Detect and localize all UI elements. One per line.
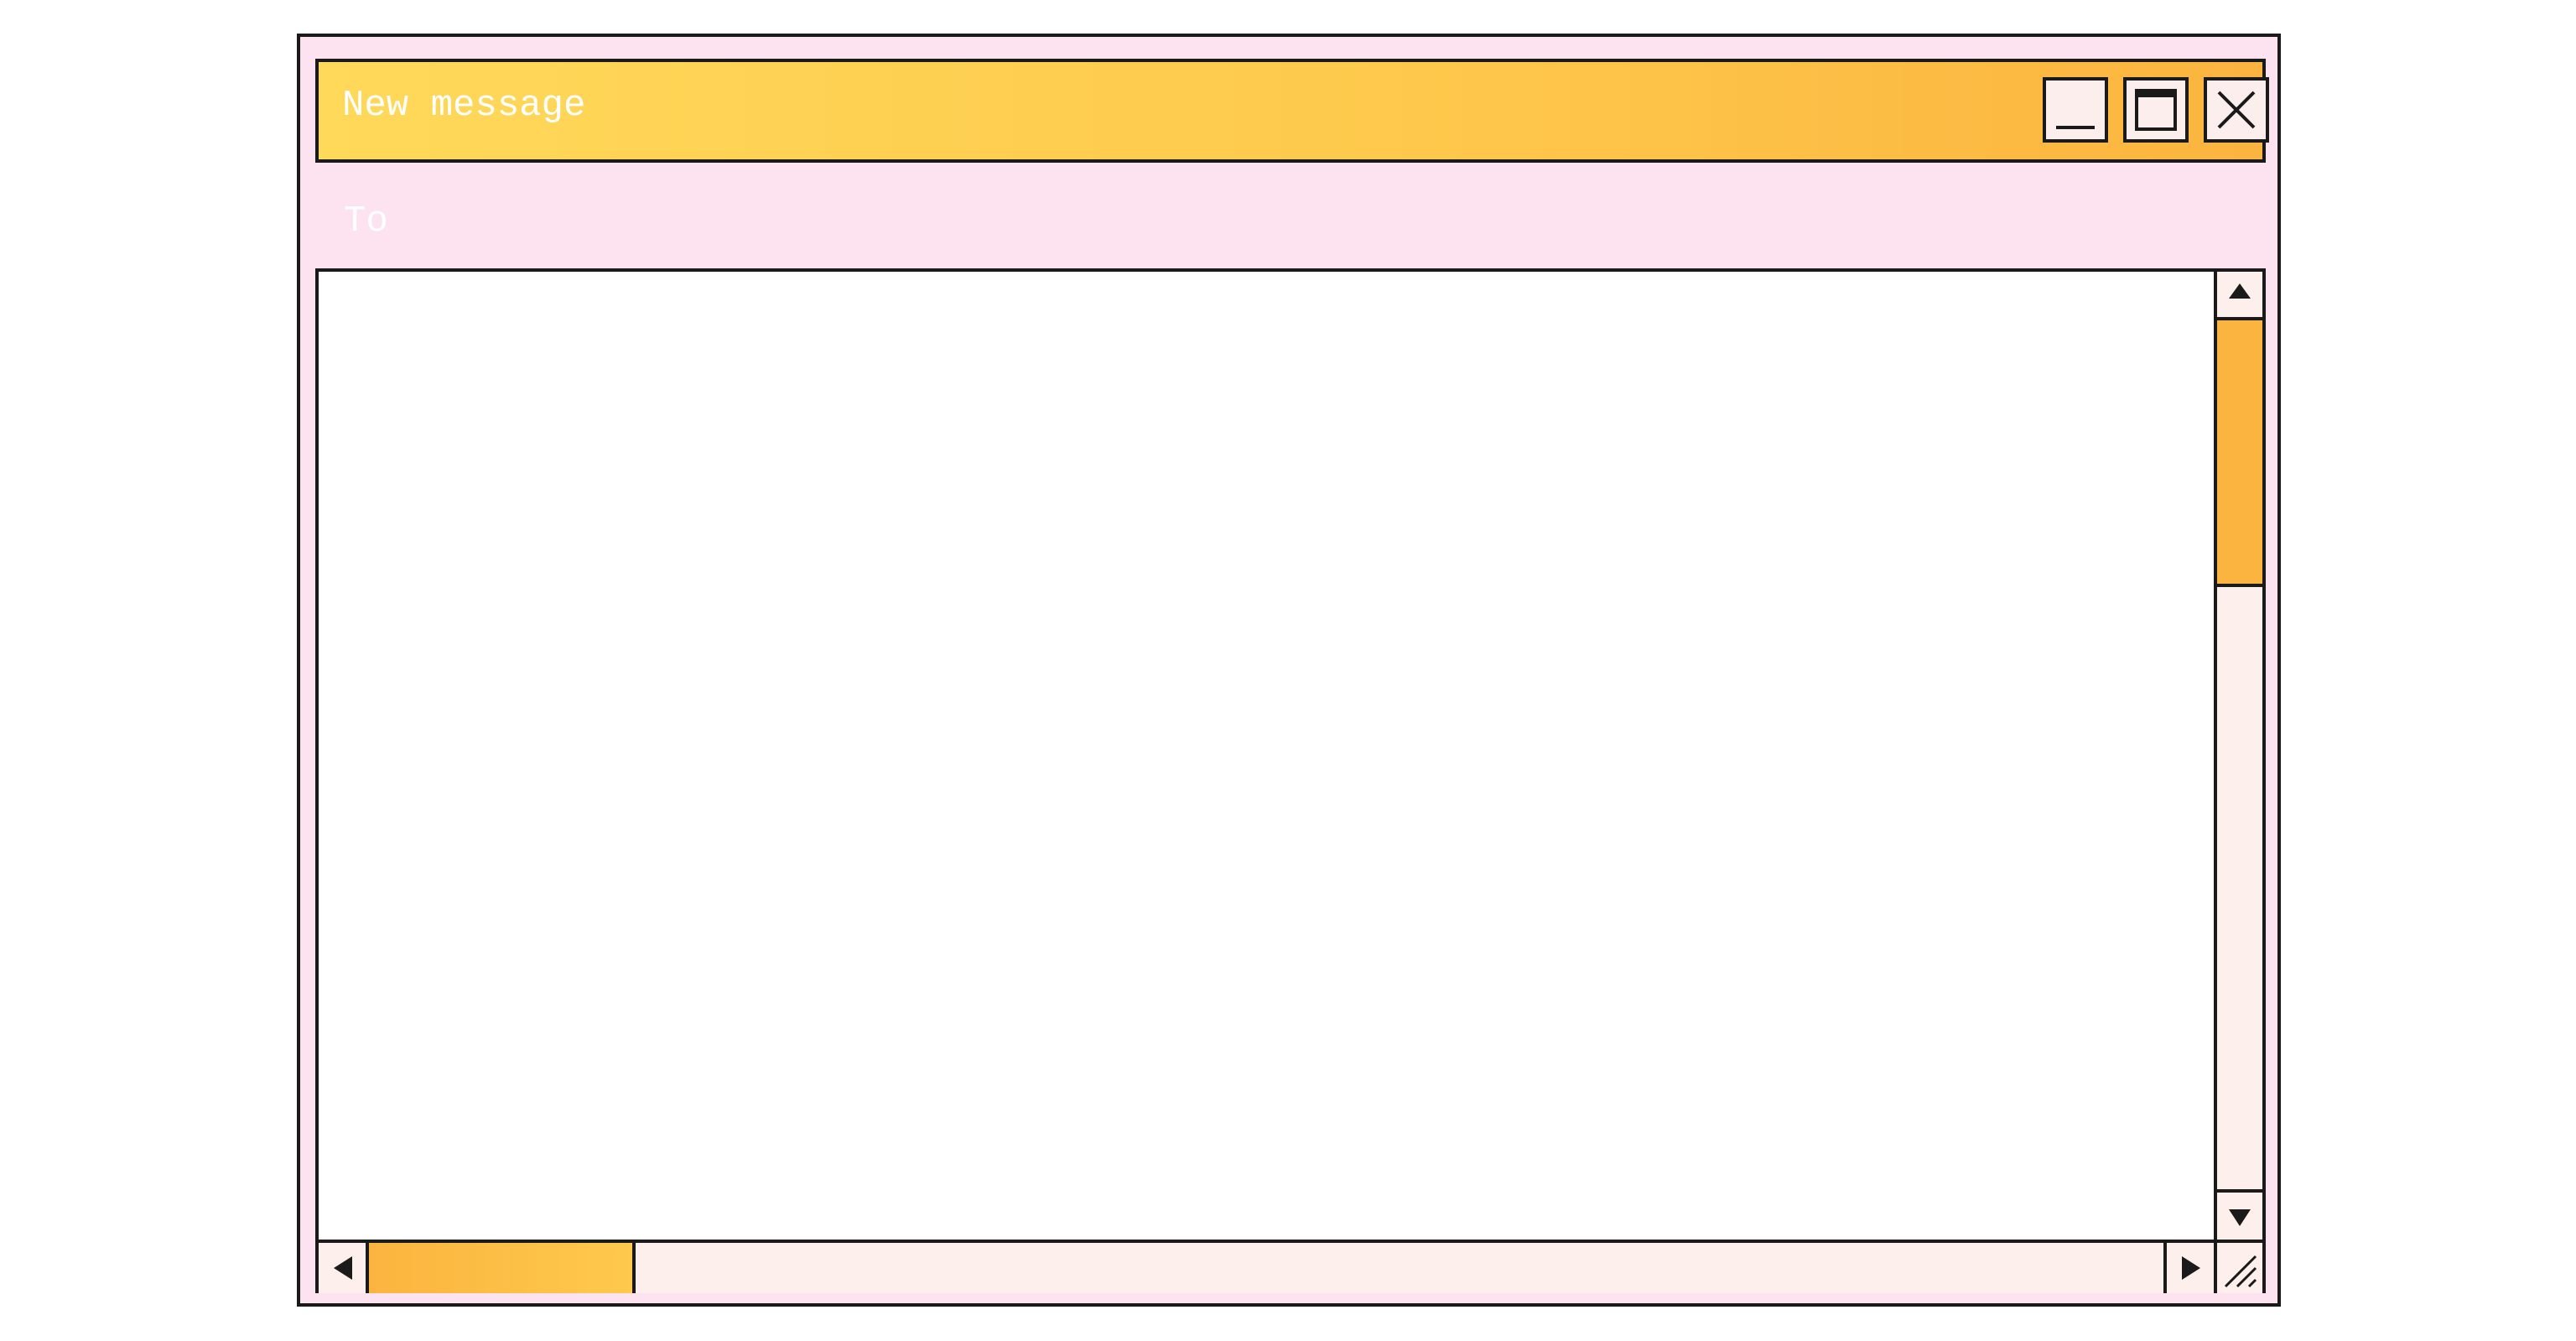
scroll-down-button[interactable]: [2217, 1189, 2262, 1240]
horizontal-scroll-thumb[interactable]: [369, 1243, 636, 1293]
message-body-input[interactable]: [319, 272, 2214, 1240]
message-body-frame: [315, 268, 2266, 1293]
vertical-scroll-thumb[interactable]: [2217, 320, 2262, 587]
to-field-label[interactable]: To: [344, 200, 388, 242]
close-icon: [2217, 91, 2256, 129]
close-button[interactable]: [2204, 77, 2269, 143]
maximize-icon: [2135, 89, 2177, 131]
triangle-down-icon: [2229, 1209, 2251, 1226]
horizontal-scrollbar[interactable]: [319, 1240, 2214, 1293]
scroll-right-button[interactable]: [2163, 1243, 2214, 1293]
title-bar[interactable]: New message: [315, 59, 2269, 163]
window-title: New message: [342, 85, 586, 127]
vertical-scrollbar[interactable]: [2214, 272, 2262, 1240]
minimize-icon: [2056, 126, 2095, 129]
resize-grip[interactable]: [2214, 1240, 2262, 1293]
scroll-left-button[interactable]: [319, 1243, 369, 1293]
triangle-right-icon: [2182, 1256, 2200, 1280]
maximize-button[interactable]: [2123, 77, 2189, 143]
triangle-up-icon: [2229, 283, 2251, 299]
scroll-up-button[interactable]: [2217, 272, 2262, 320]
triangle-left-icon: [334, 1256, 352, 1280]
minimize-button[interactable]: [2043, 77, 2108, 143]
new-message-window: New message To: [297, 34, 2281, 1307]
resize-grip-icon: [2224, 1255, 2257, 1288]
